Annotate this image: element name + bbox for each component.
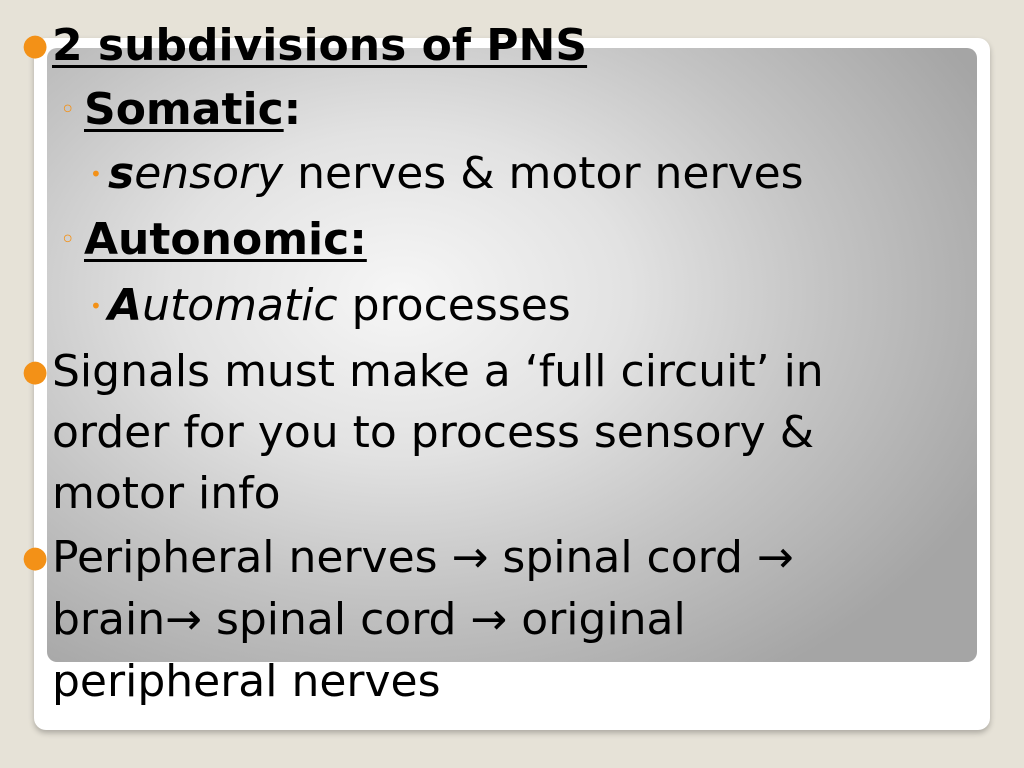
bullet-icon: ●	[22, 354, 49, 389]
bullet-2-line-1: Signals must make a ‘full circuit’ in	[52, 346, 824, 397]
bullet-1-title: 2 subdivisions of PNS	[52, 20, 588, 71]
bullet-3-line-3: peripheral nerves	[52, 656, 441, 707]
somatic-detail: sensory nerves & motor nerves	[108, 148, 804, 199]
bullet-3-line-2: brain→ spinal cord → original	[52, 594, 686, 645]
somatic-heading: Somatic:	[84, 84, 302, 135]
slide-content-panel	[47, 48, 977, 662]
bullet-icon: ●	[22, 540, 49, 575]
autonomic-detail: Automatic processes	[108, 280, 571, 331]
autonomic-heading: Autonomic:	[84, 214, 367, 265]
bullet-3-line-1: Peripheral nerves → spinal cord →	[52, 532, 794, 583]
bullet-2-line-2: order for you to process sensory &	[52, 407, 815, 458]
sub-sub-bullet-icon: •	[90, 162, 102, 186]
sub-sub-bullet-icon: •	[90, 294, 102, 318]
bullet-2-line-3: motor info	[52, 468, 281, 519]
bullet-icon: ●	[22, 28, 49, 63]
sub-bullet-icon: ◦	[60, 225, 76, 255]
sub-bullet-icon: ◦	[60, 95, 76, 125]
